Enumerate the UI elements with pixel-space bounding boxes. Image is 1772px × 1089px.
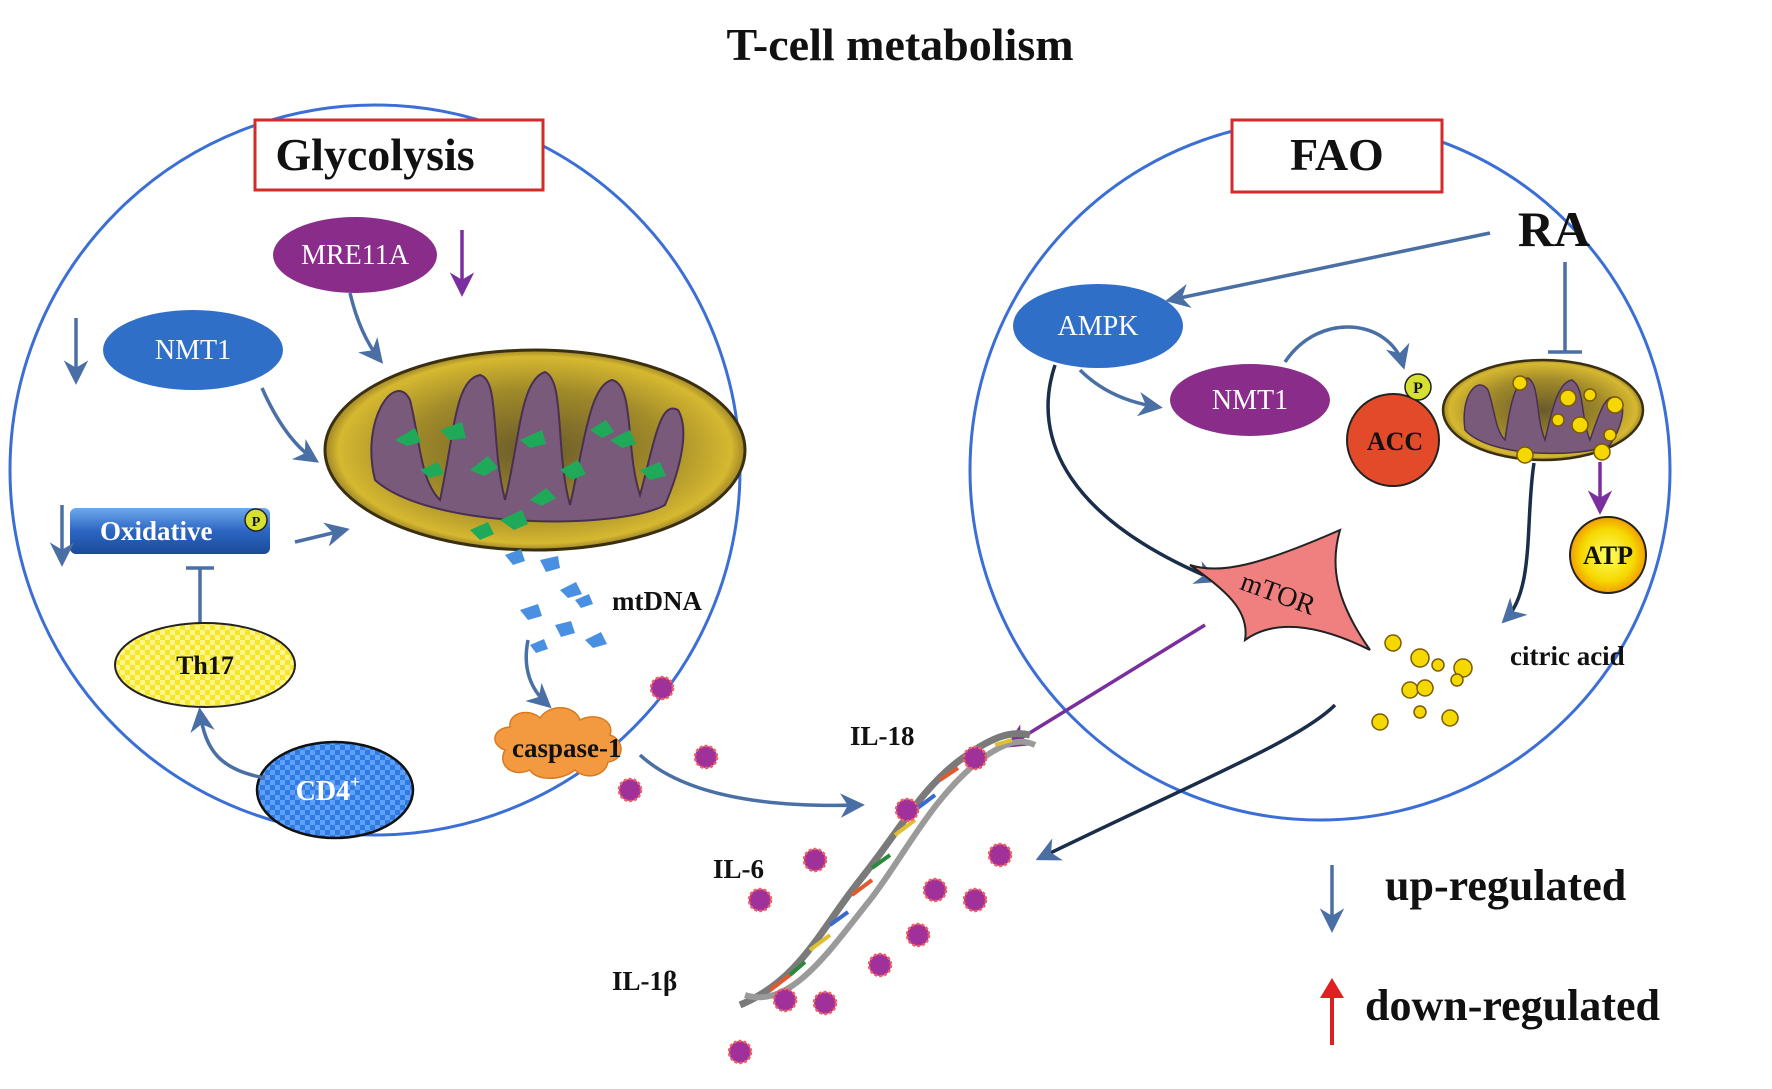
- mtdna-to-caspase-arrow: [524, 639, 552, 709]
- th17-node: [114, 622, 296, 708]
- ampk-node: [1013, 284, 1183, 368]
- oxidative-phospho-dot: [244, 508, 268, 532]
- ra-to-ampk-arrow: [1165, 231, 1491, 308]
- nmt1-right-label: NMT1: [1212, 385, 1288, 416]
- oxidative-label: Oxidative: [100, 516, 213, 546]
- legend-up-arrow-head: [1320, 978, 1344, 998]
- cd4-node: [255, 740, 415, 840]
- mtor-node: [1189, 528, 1371, 651]
- glycolysis-box: [253, 118, 545, 192]
- dna-helix: [738, 730, 1037, 1009]
- il6-label: IL-6: [713, 854, 764, 884]
- ampk-label: AMPK: [1058, 311, 1139, 342]
- mtdna-fragments: [505, 549, 607, 653]
- mtor-to-dna-arrow: [1005, 623, 1206, 748]
- oxidative-node: [70, 508, 270, 554]
- nmt1-right-node: [1170, 364, 1330, 436]
- diagram-title: T-cell metabolism: [726, 19, 1073, 70]
- cd4-label: CD4+: [296, 772, 361, 807]
- atp-node: [1569, 516, 1647, 594]
- oxidative-to-mito-arrow: [294, 522, 350, 547]
- acc-node: [1346, 393, 1440, 487]
- mre11a-label: MRE11A: [301, 240, 410, 271]
- ra-label: RA: [1518, 201, 1590, 257]
- nmt1-to-mito-arrow: [260, 387, 320, 463]
- mitochondrion-left: [323, 348, 747, 552]
- fao-box: [1230, 118, 1444, 194]
- nmt1-left-node: [103, 310, 283, 390]
- nmt1-left-label: NMT1: [155, 335, 231, 366]
- ampk-to-mtor-arrow: [1046, 364, 1220, 584]
- legend-up-regulated-label: up-regulated: [1385, 861, 1626, 910]
- acc-phospho-dot: [1404, 373, 1432, 401]
- cd4-label-main: CD4: [296, 776, 350, 807]
- citric-acid-dots: [1371, 634, 1473, 731]
- nmt1-to-acc-arrow: [1283, 325, 1410, 370]
- mtdna-label: mtDNA: [612, 586, 702, 616]
- mre11a-to-mito-arrow: [348, 292, 384, 364]
- ampk-to-nmt1-arrow: [1078, 368, 1163, 417]
- mre11a-node: [273, 217, 437, 293]
- atp-label: ATP: [1583, 541, 1633, 570]
- fao-label: FAO: [1290, 129, 1384, 180]
- caspase-1-node: [494, 707, 622, 779]
- cd4-label-sup: +: [350, 772, 360, 792]
- cytokine-particles: [617, 675, 1013, 1065]
- il1b-label: IL-1β: [612, 966, 677, 996]
- caspase-1-label: caspase-1: [512, 733, 622, 763]
- cd4-to-th17-arrow: [190, 707, 266, 780]
- il18-label: IL-18: [850, 721, 915, 751]
- glycolysis-label: Glycolysis: [275, 129, 474, 180]
- oxidative-phospho-label: P: [252, 515, 261, 530]
- acc-label: ACC: [1367, 427, 1423, 456]
- mitochondrion-right: [1441, 358, 1645, 464]
- th17-label: Th17: [176, 651, 234, 680]
- caspase-to-dna-arrow: [638, 753, 865, 818]
- citric-to-dna-arrow: [1035, 703, 1337, 861]
- citric-acid-label: citric acid: [1510, 641, 1625, 671]
- mito-to-citric-arrow: [1501, 462, 1536, 624]
- legend-down-regulated-label: down-regulated: [1365, 981, 1660, 1030]
- acc-phospho-label: P: [1413, 380, 1423, 397]
